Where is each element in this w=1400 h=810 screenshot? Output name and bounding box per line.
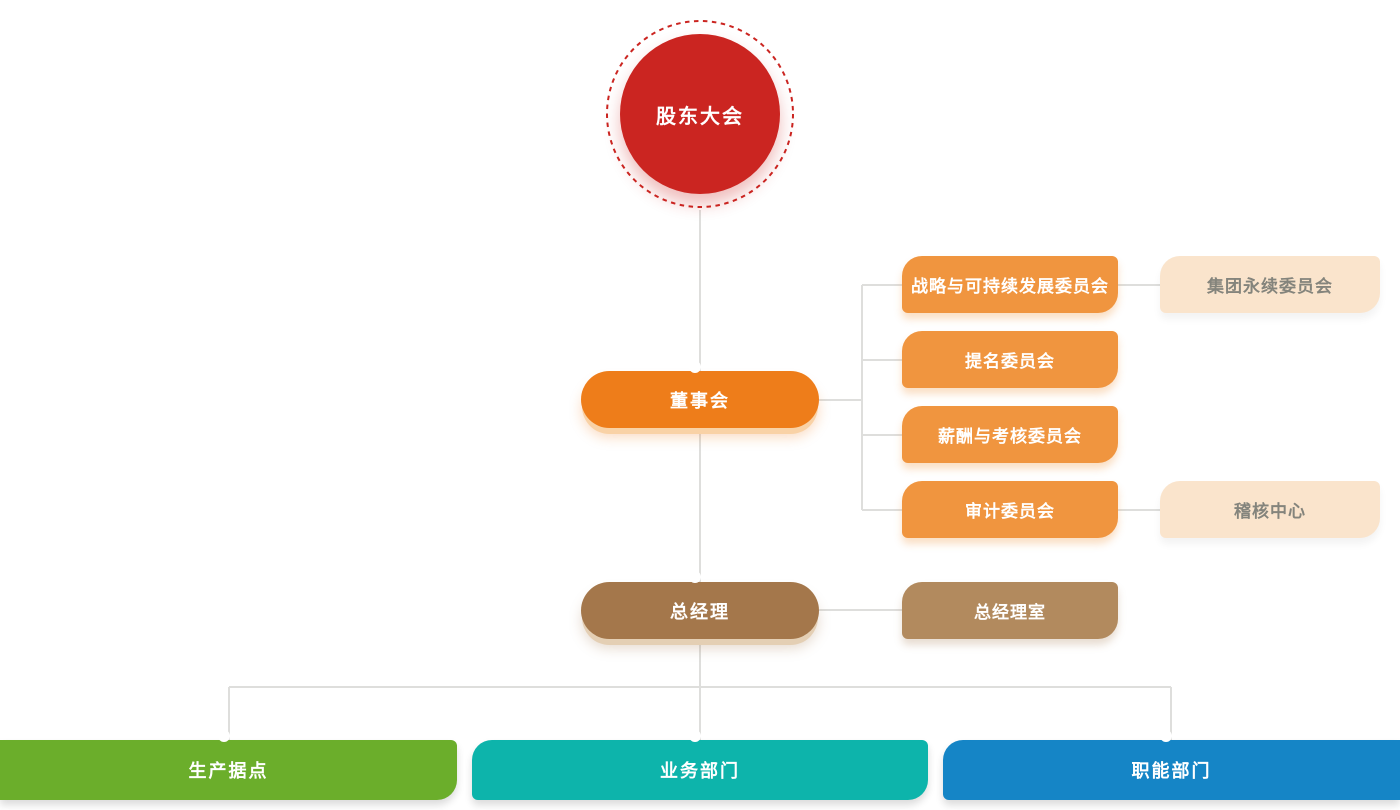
org-node-strategy-sustainability-committee: 战略与可持续发展委员会 <box>902 256 1118 313</box>
node-label: 提名委员会 <box>965 352 1055 371</box>
connector-dot-business-departments <box>689 730 701 742</box>
org-node-internal-audit-center: 稽核中心 <box>1160 481 1380 538</box>
node-label: 总经理室 <box>974 603 1046 622</box>
org-node-audit-committee: 审计委员会 <box>902 481 1118 538</box>
org-node-functional-departments: 职能部门 <box>943 740 1400 800</box>
connector-dot-general-manager <box>689 571 701 583</box>
org-node-business-departments: 业务部门 <box>472 740 928 800</box>
org-node-group-sustainability-committee: 集团永续委员会 <box>1160 256 1380 313</box>
org-node-production-sites: 生产据点 <box>0 740 457 800</box>
node-label: 稽核中心 <box>1234 502 1306 521</box>
org-node-general-manager: 总经理 <box>581 582 819 639</box>
connector-dot-board <box>689 361 701 373</box>
org-node-shareholders-meeting: 股东大会 <box>620 34 780 194</box>
node-label: 职能部门 <box>1131 761 1212 781</box>
root-dashed-ring <box>606 20 794 208</box>
node-label: 业务部门 <box>660 761 740 781</box>
node-label: 审计委员会 <box>965 502 1055 521</box>
node-label: 薪酬与考核委员会 <box>938 427 1082 446</box>
org-node-gm-office: 总经理室 <box>902 582 1118 639</box>
node-label: 股东大会 <box>656 105 744 128</box>
org-node-remuneration-assessment-committee: 薪酬与考核委员会 <box>902 406 1118 463</box>
org-node-board-of-directors: 董事会 <box>581 371 819 428</box>
node-label: 集团永续委员会 <box>1207 277 1333 296</box>
node-label: 董事会 <box>670 390 730 411</box>
org-node-nomination-committee: 提名委员会 <box>902 331 1118 388</box>
connector-dot-functional-departments <box>1160 730 1172 742</box>
node-label: 战略与可持续发展委员会 <box>911 277 1109 296</box>
node-label: 生产据点 <box>188 761 269 781</box>
connector-dot-production-sites <box>218 730 230 742</box>
node-label: 总经理 <box>670 601 730 622</box>
